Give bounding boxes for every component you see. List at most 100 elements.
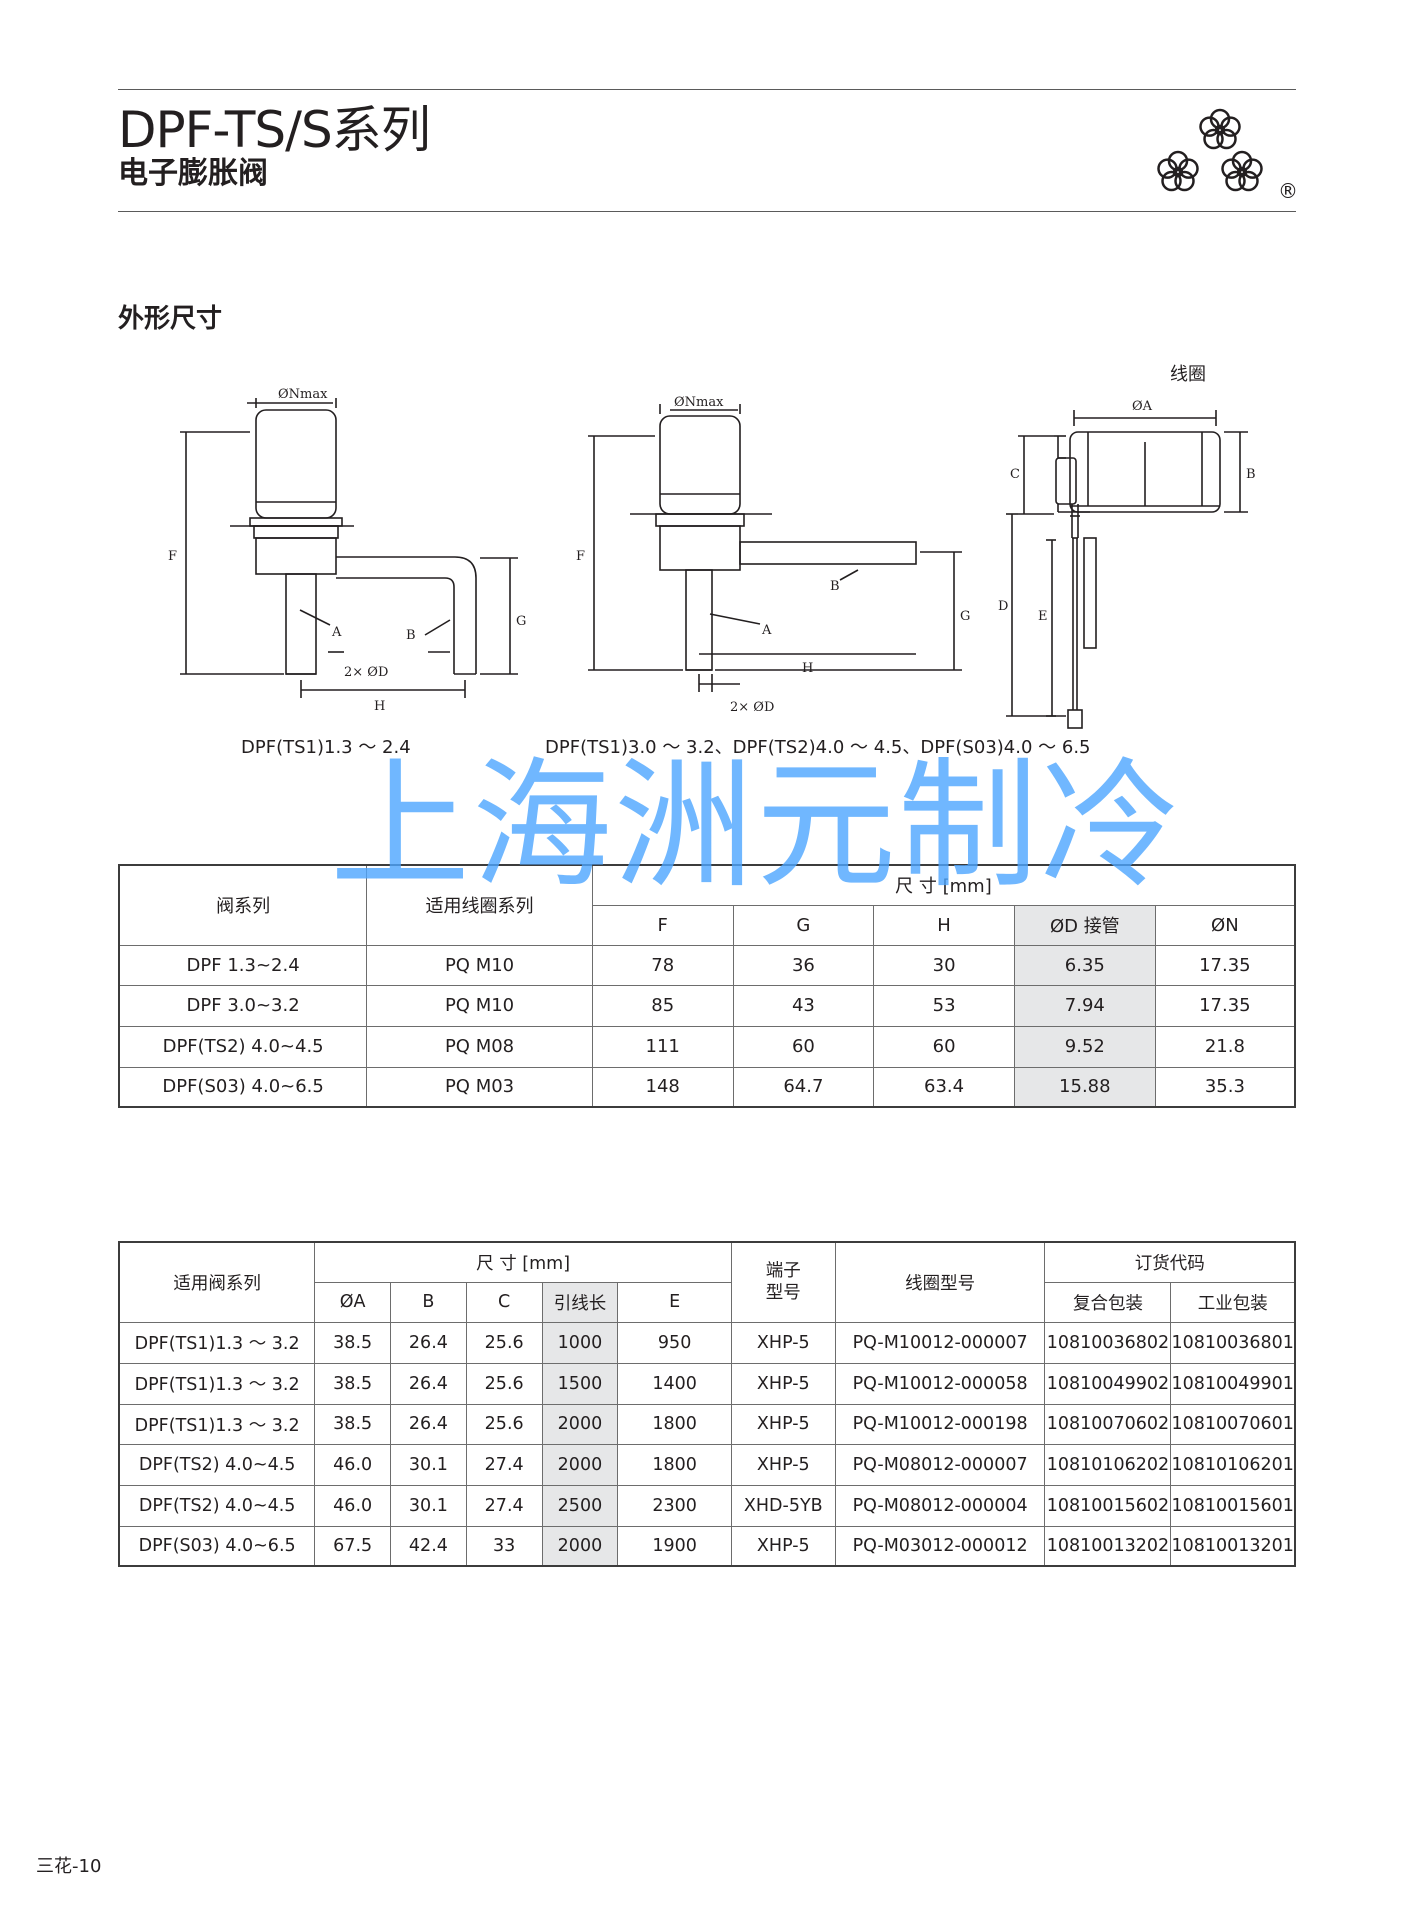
fig1-label-n: ØNmax bbox=[278, 387, 328, 402]
table2-col-lead-length: 引线长 bbox=[541, 1281, 619, 1323]
table2-cell: 46.0 bbox=[314, 1443, 392, 1486]
table2-cell: 10810036801 bbox=[1170, 1321, 1296, 1364]
table2-head-order-code: 订货代码 bbox=[1044, 1241, 1296, 1283]
fig2-label-b: B bbox=[830, 579, 840, 594]
table2-cell: 27.4 bbox=[465, 1443, 543, 1486]
table2-cell: 38.5 bbox=[314, 1403, 392, 1445]
table2-cell: PQ-M08012-000007 bbox=[834, 1443, 1046, 1486]
table-row: DPF(S03) 4.0~6.5 67.5 42.4 33 2000 1900 … bbox=[118, 1525, 1296, 1567]
table2-cell: 1500 bbox=[541, 1362, 619, 1405]
fig2-label-f: F bbox=[576, 549, 585, 564]
page-number: 三花-10 bbox=[36, 1856, 102, 1877]
table2-cell: 25.6 bbox=[465, 1403, 543, 1445]
fig2-caption: DPF(TS1)3.0 ～ 3.2、DPF(TS2)4.0 ～ 4.5、DPF(… bbox=[545, 737, 1091, 758]
table1-cell: PQ M10 bbox=[366, 944, 593, 986]
table2-cell: 42.4 bbox=[390, 1525, 467, 1567]
table1-col-h: H bbox=[873, 904, 1015, 946]
table-row: DPF(TS1)1.3 ～ 3.2 38.5 26.4 25.6 1000 95… bbox=[118, 1321, 1296, 1364]
fig1-label-g: G bbox=[516, 614, 526, 629]
table1-cell: 17.35 bbox=[1154, 984, 1296, 1027]
table2-cell: XHP-5 bbox=[730, 1525, 836, 1567]
table2-cell: XHP-5 bbox=[730, 1321, 836, 1364]
watermark: 上海洲元制冷 bbox=[330, 745, 1183, 908]
table2-cell: XHP-5 bbox=[730, 1403, 836, 1445]
table2-cell: PQ-M08012-000004 bbox=[834, 1484, 1046, 1527]
table2-cell: 950 bbox=[617, 1321, 732, 1364]
fig3-label-c: C bbox=[1010, 467, 1020, 482]
table1-cell: 15.88 bbox=[1013, 1066, 1156, 1108]
fig3-label-a: ØA bbox=[1132, 399, 1153, 414]
table1-cell: 9.52 bbox=[1013, 1025, 1156, 1068]
drawing-fig2 bbox=[588, 404, 962, 692]
table2-cell: 38.5 bbox=[314, 1321, 392, 1364]
table1-cell: 17.35 bbox=[1154, 944, 1296, 986]
coil-drawing-label: 线圈 bbox=[1170, 364, 1206, 385]
table2-cell: 2000 bbox=[541, 1443, 619, 1486]
table2-head-coil-model: 线圈型号 bbox=[834, 1241, 1046, 1323]
table1-head-coil-series: 适用线圈系列 bbox=[366, 864, 593, 946]
drawing-fig1 bbox=[180, 398, 518, 698]
table2-cell: 10810013202 bbox=[1044, 1525, 1172, 1567]
table1-cell: 64.7 bbox=[732, 1066, 875, 1108]
table1-cell: 85 bbox=[591, 984, 734, 1027]
fig1-label-h: H bbox=[374, 699, 385, 714]
table2-cell: 26.4 bbox=[390, 1403, 467, 1445]
table2-cell: 1000 bbox=[541, 1321, 619, 1364]
table1-head-dims: 尺 寸 [mm] bbox=[591, 864, 1296, 906]
table1-cell: DPF(TS2) 4.0~4.5 bbox=[118, 1025, 368, 1068]
registered-mark: ® bbox=[1278, 179, 1298, 203]
dimension-drawings: ØNmax F G H A B 2× ØD ØNmax F G H A B 2×… bbox=[168, 387, 1256, 729]
flower-top bbox=[1199, 108, 1241, 150]
header-top-rule bbox=[118, 89, 1296, 90]
table2-cell: 2500 bbox=[541, 1484, 619, 1527]
table2-cell: 26.4 bbox=[390, 1362, 467, 1405]
table1-cell: 63.4 bbox=[873, 1066, 1015, 1108]
table2-cell: 33 bbox=[465, 1525, 543, 1567]
table1-cell: 36 bbox=[732, 944, 875, 986]
fig2-label-n: ØNmax bbox=[674, 395, 724, 410]
table-row: DPF(TS2) 4.0~4.5 46.0 30.1 27.4 2500 230… bbox=[118, 1484, 1296, 1527]
table2-cell: XHP-5 bbox=[730, 1443, 836, 1486]
coil-specification-table: 适用阀系列 尺 寸 [mm] 端子 型号 线圈型号 订货代码 ØA B C 引线… bbox=[118, 1241, 1296, 1567]
fig1-label-d: 2× ØD bbox=[344, 665, 388, 680]
table1-col-d: ØD 接管 bbox=[1013, 904, 1156, 946]
table-row: DPF(TS2) 4.0~4.5 46.0 30.1 27.4 2000 180… bbox=[118, 1443, 1296, 1486]
table2-cell: 27.4 bbox=[465, 1484, 543, 1527]
fig3-label-e: E bbox=[1038, 609, 1048, 624]
table1-col-f: F bbox=[591, 904, 734, 946]
table2-col-e: E bbox=[617, 1281, 732, 1323]
table2-cell: 30.1 bbox=[390, 1443, 467, 1486]
table-row: DPF 1.3~2.4 PQ M10 78 36 30 6.35 17.35 bbox=[118, 944, 1296, 986]
table2-cell: 10810049901 bbox=[1170, 1362, 1296, 1405]
table2-cell: 10810106202 bbox=[1044, 1443, 1172, 1486]
table1-col-n: ØN bbox=[1154, 904, 1296, 946]
table2-cell: XHP-5 bbox=[730, 1362, 836, 1405]
table2-cell: 10810106201 bbox=[1170, 1443, 1296, 1486]
table-row: DPF(TS1)1.3 ～ 3.2 38.5 26.4 25.6 2000 18… bbox=[118, 1403, 1296, 1445]
table-row: DPF 3.0~3.2 PQ M10 85 43 53 7.94 17.35 bbox=[118, 984, 1296, 1027]
brand-logo-icon: ® bbox=[1157, 108, 1298, 203]
table1-cell: 6.35 bbox=[1013, 944, 1156, 986]
table1-head-valve-series: 阀系列 bbox=[118, 864, 368, 946]
table2-cell: 38.5 bbox=[314, 1362, 392, 1405]
table1-cell: 30 bbox=[873, 944, 1015, 986]
table1-cell: 78 bbox=[591, 944, 734, 986]
table2-cell: 10810070602 bbox=[1044, 1403, 1172, 1445]
table2-cell: 67.5 bbox=[314, 1525, 392, 1567]
table2-col-c: C bbox=[465, 1281, 543, 1323]
flower-left bbox=[1157, 150, 1199, 192]
fig1-label-a: A bbox=[331, 625, 342, 640]
table1-cell: DPF(S03) 4.0~6.5 bbox=[118, 1066, 368, 1108]
table2-cell: 10810015601 bbox=[1170, 1484, 1296, 1527]
table2-cell: DPF(TS2) 4.0~4.5 bbox=[118, 1443, 316, 1486]
table2-col-a: ØA bbox=[314, 1281, 392, 1323]
table2-head-dims: 尺 寸 [mm] bbox=[314, 1241, 732, 1283]
table2-cell: 10810049902 bbox=[1044, 1362, 1172, 1405]
table1-cell: 21.8 bbox=[1154, 1025, 1296, 1068]
table2-cell: PQ-M10012-000198 bbox=[834, 1403, 1046, 1445]
table2-cell: 1900 bbox=[617, 1525, 732, 1567]
table2-cell: DPF(TS1)1.3 ～ 3.2 bbox=[118, 1321, 316, 1364]
table-row: DPF(TS2) 4.0~4.5 PQ M08 111 60 60 9.52 2… bbox=[118, 1025, 1296, 1068]
table2-cell: 10810013201 bbox=[1170, 1525, 1296, 1567]
table2-cell: 30.1 bbox=[390, 1484, 467, 1527]
